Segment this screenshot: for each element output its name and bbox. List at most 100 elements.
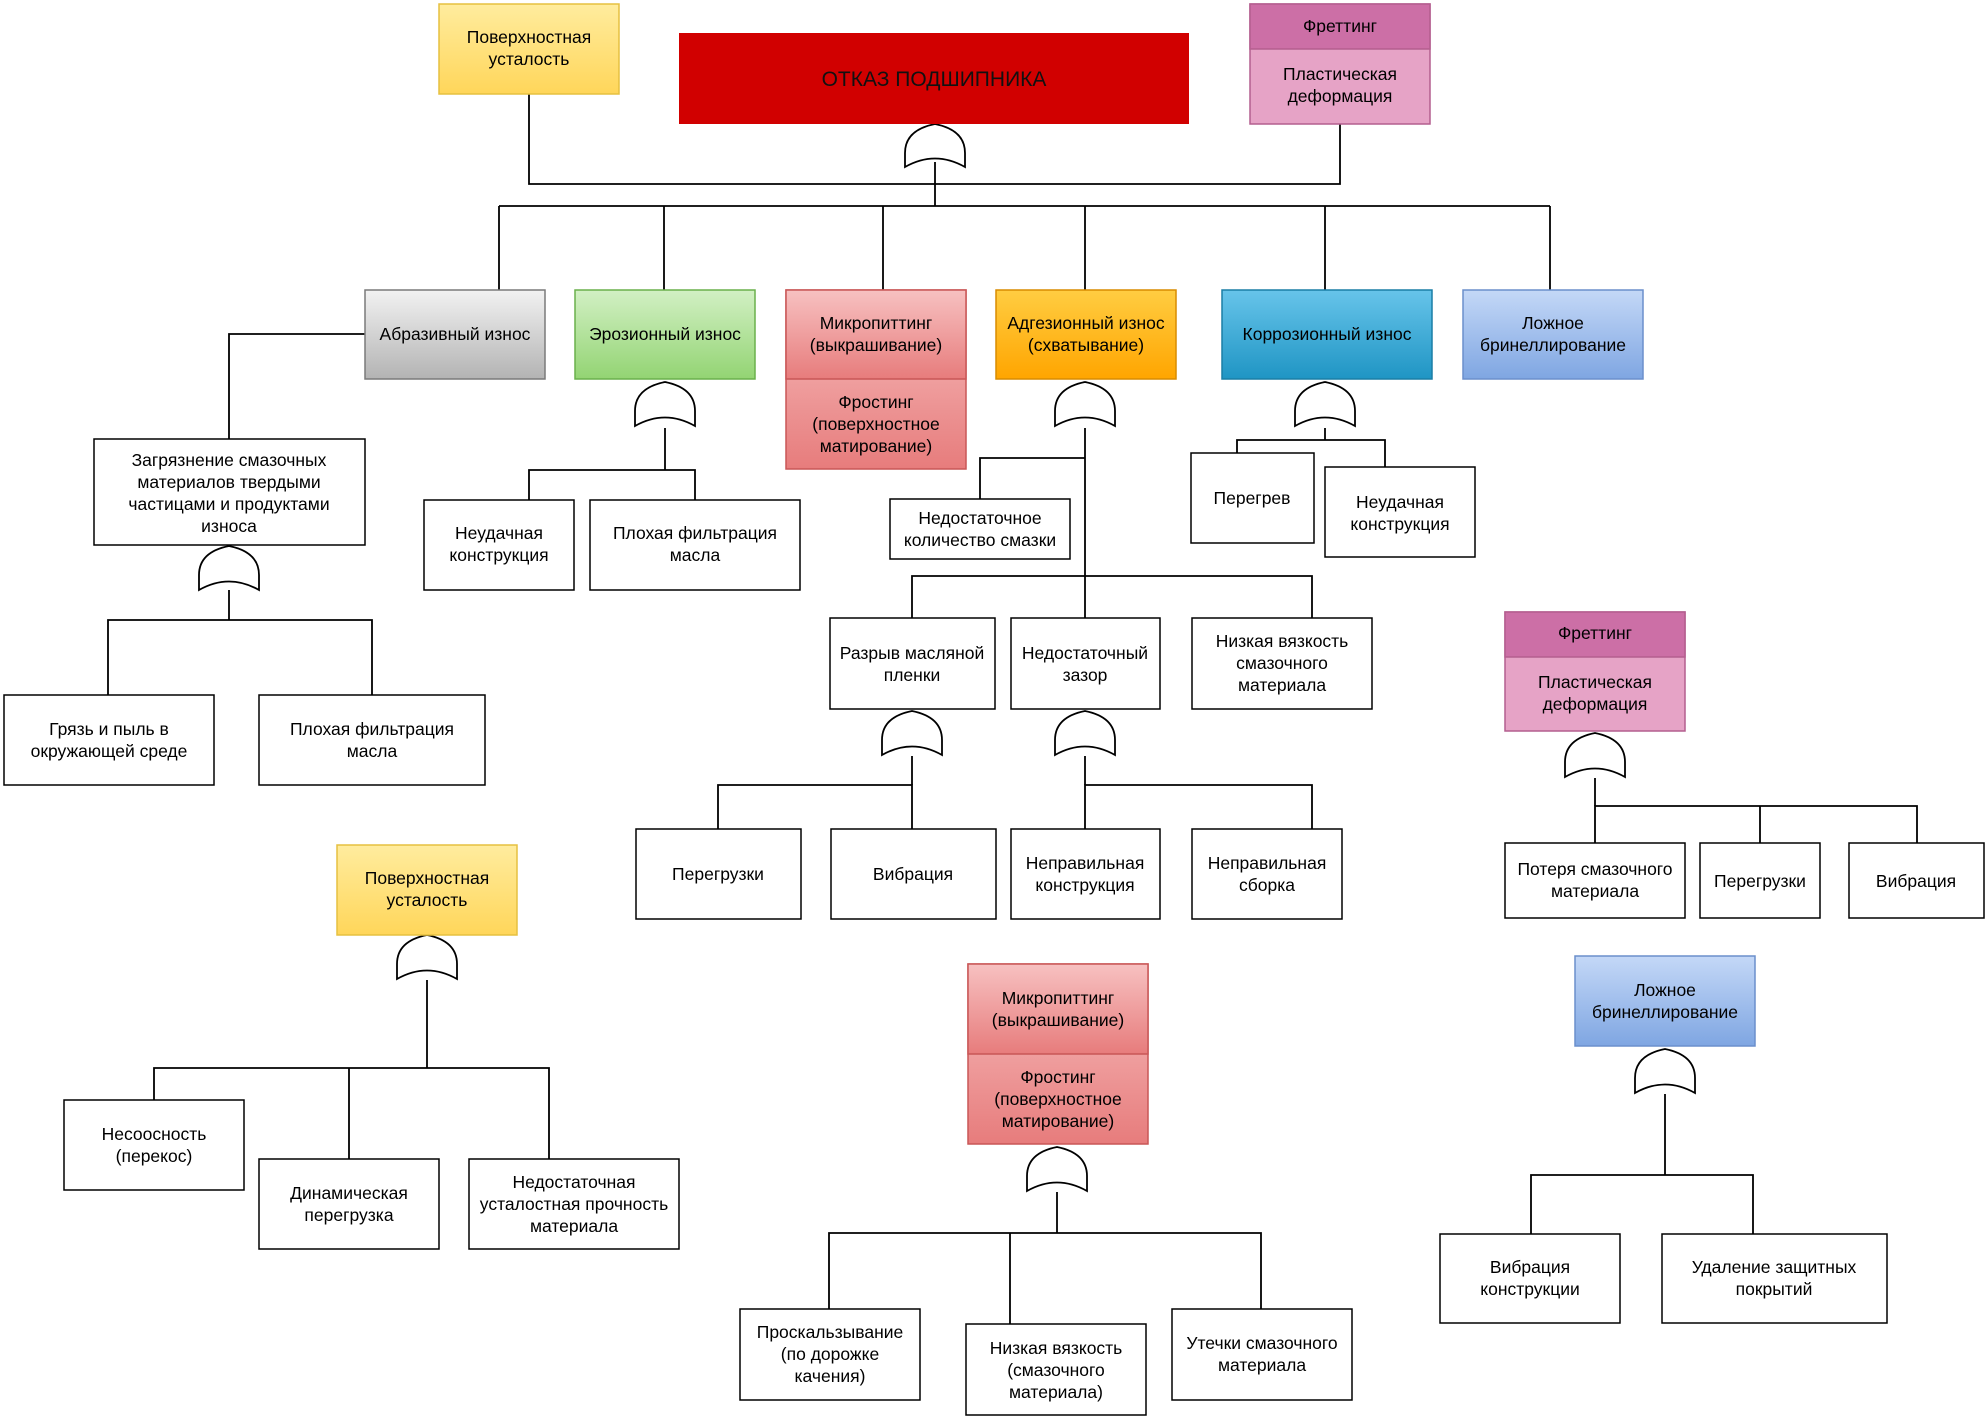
node-label: Неудачная (1356, 492, 1444, 512)
node-label: Вибрация (873, 864, 953, 884)
node-wrong-assembly: Неправильная сборка (1191, 828, 1343, 920)
node-label: усталость (387, 890, 468, 910)
node-micropitting-bottom: Микропиттинг (выкрашивание) Фростинг (по… (967, 963, 1149, 1145)
node-label: (поверхностное (994, 1089, 1121, 1109)
or-gate-icon (1294, 381, 1356, 428)
node-overheating: Перегрев (1190, 452, 1315, 544)
node-coating-removal: Удаление защитных покрытий (1661, 1233, 1888, 1324)
connector-line (979, 457, 1085, 499)
node-label: смазочного (1236, 653, 1328, 673)
node-false-brinelling-bottom: Ложное бринеллирование (1574, 955, 1756, 1047)
node-label: Проскальзывание (757, 1322, 904, 1342)
node-label: Утечки смазочного (1186, 1333, 1337, 1353)
node-label: (перекос) (116, 1146, 193, 1166)
node-insufficient-clearance: Недостаточный зазор (1010, 617, 1161, 710)
node-label: Вибрация (1490, 1257, 1570, 1277)
node-label: усталость (489, 49, 570, 69)
node-label: масла (670, 545, 721, 565)
or-gate-icon (1054, 381, 1116, 428)
node-box (1848, 842, 1985, 919)
node-poor-filtration-abrasive: Плохая фильтрация масла (258, 694, 486, 786)
node-surface-fatigue-top: Поверхностная усталость (438, 3, 620, 95)
node-contamination: Загрязнение смазочных материалов твердым… (93, 438, 366, 546)
node-label: конструкция (1350, 514, 1449, 534)
node-box (336, 844, 518, 936)
node-label: конструкция (449, 545, 548, 565)
node-low-viscosity: Низкая вязкость смазочного материала (1191, 617, 1373, 710)
node-box (1191, 617, 1373, 710)
connector-line (153, 1067, 550, 1159)
node-fretting-top: Фреттинг Пластическая деформация (1249, 3, 1431, 125)
node-label: Фреттинг (1558, 623, 1632, 643)
node-label: Абразивный износ (380, 324, 531, 344)
node-label: Фростинг (838, 392, 913, 412)
node-box (829, 617, 996, 710)
node-label: Плохая фильтрация (290, 719, 454, 739)
node-label: зазор (1063, 665, 1108, 685)
node-label: Коррозионный износ (1243, 324, 1412, 344)
node-label: матирование) (820, 436, 932, 456)
node-label: материалов твердыми (137, 472, 320, 492)
node-label: покрытий (1736, 1279, 1813, 1299)
node-vibration-fretting: Вибрация (1848, 842, 1985, 919)
node-low-viscosity-bottom: Низкая вязкость (смазочного материала) (965, 1323, 1147, 1416)
node-label: бринеллирование (1480, 335, 1626, 355)
node-label: качения) (795, 1366, 866, 1386)
node-box (739, 1308, 921, 1401)
node-label: материала) (1009, 1382, 1103, 1402)
node-label: Пластическая (1283, 64, 1397, 84)
node-label: Неправильная (1208, 853, 1327, 873)
node-label: Микропиттинг (820, 313, 933, 333)
or-gate-icon (1564, 732, 1626, 779)
node-label: Низкая вязкость (1216, 631, 1349, 651)
node-box (830, 828, 997, 920)
node-label: Недостаточный (1022, 643, 1148, 663)
root-box (679, 33, 1189, 124)
node-label: конструкции (1480, 1279, 1580, 1299)
node-vibration-adhesive: Вибрация (830, 828, 997, 920)
node-label: Фреттинг (1303, 16, 1377, 36)
node-box (438, 3, 620, 95)
node-box (258, 694, 486, 786)
node-label: Потеря смазочного (1517, 859, 1672, 879)
node-box (1191, 828, 1343, 920)
connector-line (1236, 439, 1386, 467)
node-label: Динамическая (290, 1183, 408, 1203)
node-low-fatigue-strength: Недостаточная усталостная прочность мате… (468, 1158, 680, 1250)
node-label: усталостная прочность (480, 1194, 668, 1214)
node-label: пленки (884, 665, 941, 685)
node-label: сборка (1239, 875, 1295, 895)
node-box (1010, 828, 1161, 920)
node-label: Поверхностная (365, 868, 489, 888)
node-box (364, 289, 546, 380)
node-label: Несоосность (102, 1124, 207, 1144)
node-label: материала (1218, 1355, 1306, 1375)
node-wrong-design: Неправильная конструкция (1010, 828, 1161, 920)
node-misalignment: Несоосность (перекос) (63, 1099, 245, 1191)
node-box (889, 498, 1071, 560)
node-label: Эрозионный износ (589, 324, 741, 344)
connector-line (1530, 1174, 1754, 1234)
node-label: масла (347, 741, 398, 761)
node-dirt-dust: Грязь и пыль в окружающей среде (3, 694, 215, 786)
connector-line (717, 784, 913, 829)
node-box (1661, 1233, 1888, 1324)
connector-line (911, 575, 1313, 618)
node-label: Перегрев (1214, 488, 1291, 508)
node-label: Неудачная (455, 523, 543, 543)
node-slipping: Проскальзывание (по дорожке качения) (739, 1308, 921, 1401)
node-label: износа (201, 516, 257, 536)
node-label: Ложное (1522, 313, 1584, 333)
node-box (995, 289, 1177, 380)
node-overloads-adhesive: Перегрузки (635, 828, 802, 920)
node-label: Удаление защитных (1692, 1257, 1857, 1277)
node-erosion-wear: Эрозионный износ (574, 289, 756, 380)
or-gate-icon (1634, 1048, 1696, 1095)
or-gate-icon (881, 710, 943, 757)
node-label: Поверхностная (467, 27, 591, 47)
node-box (1190, 452, 1315, 544)
node-label: Пластическая (1538, 672, 1652, 692)
connector-line (107, 619, 373, 695)
node-header (1504, 611, 1686, 658)
